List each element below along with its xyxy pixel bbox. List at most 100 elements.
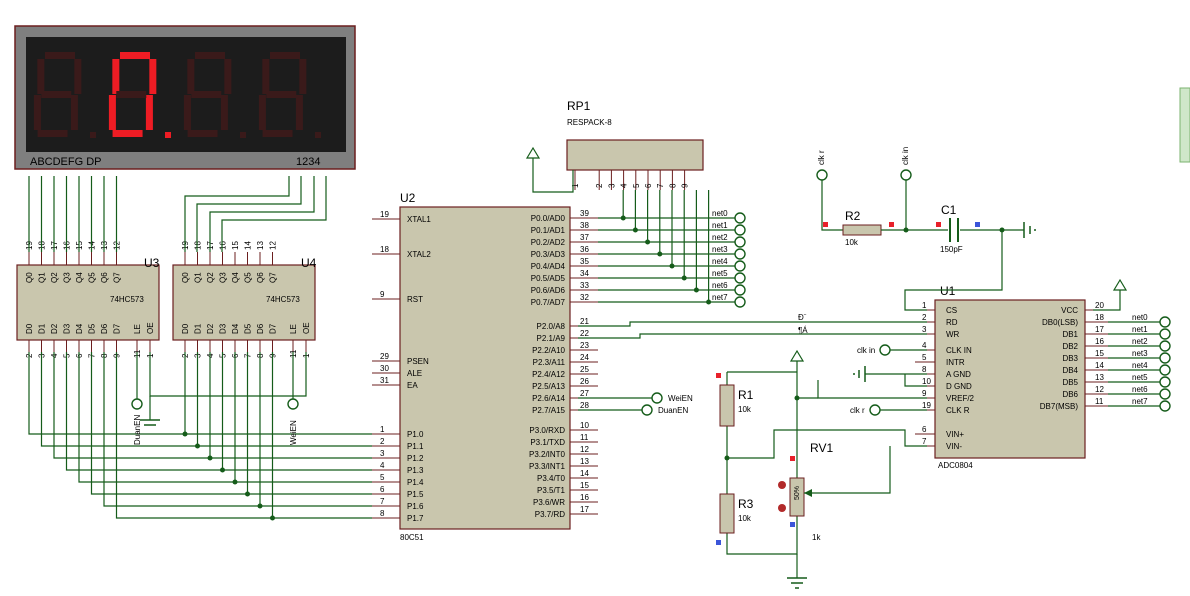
u4-latch[interactable]: U4 74HC573 19Q018Q117Q216Q315Q414Q513Q61…	[172, 241, 317, 358]
u1-part: ADC0804	[938, 461, 973, 470]
pin-name: CLK R	[946, 406, 970, 415]
pin-name: DB5	[1062, 378, 1078, 387]
digit-segment	[295, 95, 303, 130]
r2-resistor[interactable]	[842, 224, 882, 236]
pin-name: D3	[63, 323, 72, 334]
r3-resistor[interactable]	[719, 493, 735, 534]
pin-number: 14	[580, 469, 589, 478]
digit-segment	[120, 52, 150, 59]
pin-name: CLK IN	[946, 346, 972, 355]
r3-value: 10k	[738, 514, 752, 523]
pin-name: P1.2	[407, 454, 424, 463]
pin-number: 4	[380, 461, 385, 470]
u3-latch[interactable]: U3 74HC573 19Q018Q117Q216Q315Q414Q513Q61…	[16, 241, 160, 358]
digit-segment	[116, 91, 147, 98]
pin-name: P0.4/AD4	[531, 262, 566, 271]
digit-segment	[220, 95, 228, 130]
pin-number: 16	[219, 241, 228, 250]
pin-number: 11	[1095, 397, 1104, 406]
pin-name: P1.6	[407, 502, 424, 511]
pin-number: 5	[380, 473, 385, 482]
wr-net-mark: ¶Á	[798, 326, 808, 335]
pin-name: Q7	[113, 272, 122, 283]
rd-wr-wiring: Ð¨ ¶Á	[578, 230, 1003, 339]
voltage-divider[interactable]: R1 10k R3 10k 50% RV1 1k	[716, 349, 927, 589]
net-label: net7	[1132, 397, 1148, 406]
pin-number: 17	[1095, 325, 1104, 334]
display-digit-label: 1234	[296, 156, 320, 168]
ground-symbol-divider	[787, 577, 807, 589]
digit-segment	[266, 91, 297, 98]
pin-name: P3.2/INT0	[529, 450, 566, 459]
pin-number: 10	[580, 421, 589, 430]
rv1-potentiometer[interactable]	[789, 477, 805, 517]
digit-segment	[299, 59, 307, 94]
seven-segment-display[interactable]: ABCDEFG DP 1234	[14, 25, 356, 170]
pin-name: P3.4/T0	[537, 474, 566, 483]
pin-number: 14	[1095, 361, 1104, 370]
pin-number: 13	[1095, 373, 1104, 382]
pin-name: INTR	[946, 358, 965, 367]
pin-name: DB1	[1062, 330, 1078, 339]
pin-number: 8	[922, 365, 927, 374]
digit-segment	[187, 59, 195, 94]
pin-name: D0	[181, 323, 190, 334]
c1-capacitor[interactable]	[949, 218, 959, 242]
net-label: net1	[1132, 325, 1148, 334]
digit-segment	[70, 95, 78, 130]
r1-resistor[interactable]	[719, 384, 735, 427]
pin-number: 19	[380, 210, 389, 219]
pin-number: 17	[580, 505, 589, 514]
pin-number: 1	[922, 301, 927, 310]
pin-name: PSEN	[407, 357, 429, 366]
pin-name: D5	[88, 323, 97, 334]
u2-part: 80C51	[400, 533, 424, 542]
pin-number: 6	[922, 425, 927, 434]
pin-number: 8	[668, 183, 677, 188]
clk-r-top-label: clk r	[817, 150, 826, 165]
rc-clock-network[interactable]: clk r clk in R2 10k C1 150pF	[816, 147, 1036, 254]
pin-name: D1	[194, 323, 203, 334]
pin-name: P0.6/AD6	[531, 286, 566, 295]
digit-segment	[191, 91, 222, 98]
rv1-adjust-up-icon[interactable]	[778, 481, 786, 489]
pin-name: D7	[269, 323, 278, 334]
pin-name: P0.5/AD5	[531, 274, 566, 283]
u2-microcontroller[interactable]: U2 80C51 19XTAL118XTAL29RST29PSEN30ALE31…	[372, 191, 598, 542]
pin-name: Q6	[256, 272, 265, 283]
pin-name: P1.1	[407, 442, 424, 451]
pin-name: XTAL1	[407, 215, 431, 224]
pin-number: 4	[620, 183, 629, 188]
u3-part: 74HC573	[110, 295, 144, 304]
pin-name: P1.3	[407, 466, 424, 475]
pin-name: Q4	[231, 272, 240, 283]
latch-weien-label: WeiEN	[289, 420, 298, 445]
pin-number: 3	[922, 325, 927, 334]
pin-name: P2.6/A14	[532, 394, 565, 403]
pin-name: P1.5	[407, 490, 424, 499]
pin-number: 31	[380, 376, 389, 385]
digit-segment	[258, 95, 266, 130]
pin-name: P1.0	[407, 430, 424, 439]
pin-name: Q3	[219, 272, 228, 283]
pin-name: Q1	[38, 272, 47, 283]
pin-number: 19	[922, 401, 931, 410]
rv1-adjust-down-icon[interactable]	[778, 504, 786, 512]
pin-name: P3.0/RXD	[529, 426, 565, 435]
duanen-terminal-label: DuanEN	[658, 406, 688, 415]
digit-segment	[183, 95, 191, 130]
pin-name: Q5	[88, 272, 97, 283]
pin-number: 3	[380, 449, 385, 458]
net-label: net1	[712, 221, 728, 230]
side-panel-edge[interactable]	[1179, 87, 1190, 163]
pin-number: 7	[922, 437, 927, 446]
pin-name: Q6	[100, 272, 109, 283]
digit-segment	[149, 59, 157, 94]
pin-name: Q7	[269, 272, 278, 283]
pin-number: 12	[1095, 385, 1104, 394]
